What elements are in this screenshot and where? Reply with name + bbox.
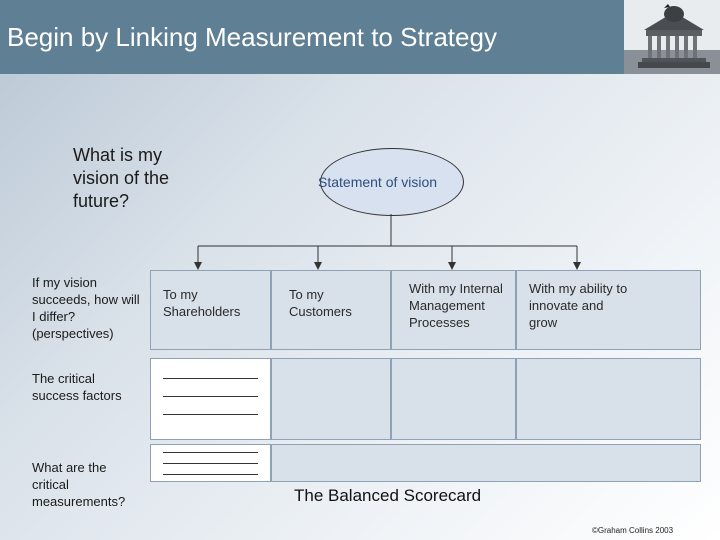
scorecard-caption: The Balanced Scorecard [294, 486, 482, 505]
blank-line [163, 452, 258, 453]
column-label-innovate: With my ability to innovate and grow [529, 281, 628, 330]
vision-oval [320, 148, 464, 216]
blank-line [163, 396, 258, 397]
building-photo-icon [624, 0, 720, 74]
title-bar: Begin by Linking Measurement to Strategy [0, 0, 720, 74]
column-label-customers: To my Customers [289, 287, 352, 319]
row-label-perspectives: If my vision succeeds, how will I differ… [32, 275, 140, 341]
csf-cell-innovate [516, 358, 701, 440]
column-label-shareholders: To my Shareholders [163, 287, 241, 319]
header-cell-innovate [516, 270, 701, 350]
slide-title: Begin by Linking Measurement to Strategy [7, 22, 497, 52]
blank-line [163, 378, 258, 379]
vision-question: What is my vision of the future? [73, 145, 170, 211]
row-label-success-factors: The critical success factors [32, 371, 122, 403]
blank-line [163, 414, 258, 415]
csf-cell-customers [271, 358, 391, 440]
header-cell-internal [391, 270, 516, 350]
blank-line [163, 463, 258, 464]
measure-cell-rest [271, 444, 701, 482]
csf-cell-internal [391, 358, 516, 440]
header-cell-customers [271, 270, 391, 350]
csf-cell-shareholders [150, 358, 271, 440]
header-cell-shareholders [150, 270, 271, 350]
copyright-notice: ©Graham Collins 2003 [592, 526, 674, 535]
row-label-measurements: What are the critical measurements? [32, 460, 126, 509]
vision-statement: Statement of vision [318, 174, 438, 190]
column-label-internal: With my Internal Management Processes [409, 281, 503, 330]
blank-line [163, 474, 258, 475]
